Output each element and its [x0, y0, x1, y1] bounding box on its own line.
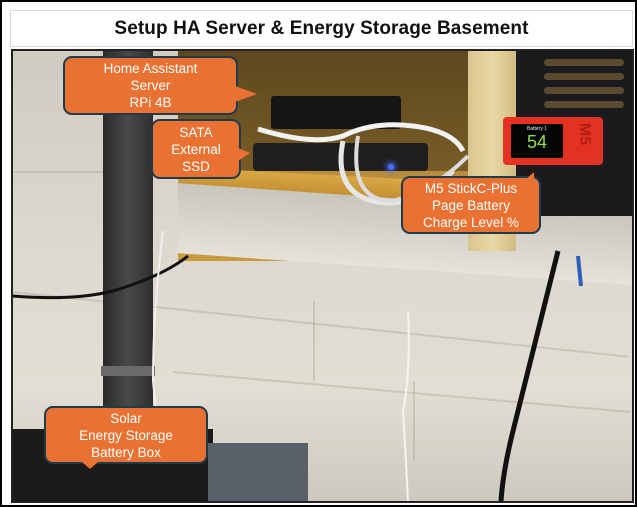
vent-slot — [544, 87, 624, 94]
callout-battery-box: Solar Energy Storage Battery Box — [44, 406, 208, 464]
callout-ha-server: Home Assistant Server RPi 4B — [63, 56, 238, 115]
callout-line: Energy Storage — [79, 427, 173, 443]
m5-logo: M5 — [576, 122, 594, 146]
vent-slot — [544, 73, 624, 80]
vent-slot — [544, 59, 624, 66]
callout-pointer — [238, 148, 250, 161]
page-title: Setup HA Server & Energy Storage Basemen… — [114, 17, 529, 39]
callout-line: M5 StickC-Plus — [424, 180, 518, 196]
status-led — [388, 164, 394, 170]
brick-line — [313, 301, 315, 381]
callout-ssd: SATA External SSD — [151, 119, 241, 179]
callout-pointer — [235, 86, 257, 102]
blue-cable — [576, 255, 583, 287]
screen-header: Battery 1 — [526, 126, 547, 132]
vent-slot — [544, 101, 624, 108]
black-cable — [498, 250, 561, 501]
callout-line: Page Battery — [431, 197, 511, 213]
callout-line: Server — [130, 78, 171, 93]
junction-box — [208, 443, 308, 501]
callout-m5: M5 StickC-Plus Page Battery Charge Level… — [401, 176, 541, 234]
device-screen: Battery 1 54 — [511, 124, 563, 158]
brick-line — [413, 381, 415, 461]
callout-line: SATA — [179, 124, 213, 140]
callout-line: Home Assistant — [103, 61, 198, 76]
thin-wire — [401, 310, 410, 501]
callout-line: Charge Level % — [422, 214, 520, 230]
pipe-clamp — [101, 366, 155, 376]
callout-pointer — [82, 462, 98, 469]
title-box: Setup HA Server & Energy Storage Basemen… — [10, 10, 633, 47]
callout-line: Battery Box — [91, 444, 161, 460]
callout-line: Solar — [110, 410, 142, 426]
callout-line: RPi 4B — [129, 95, 172, 110]
white-cable — [257, 122, 466, 153]
white-cable — [354, 135, 470, 204]
callout-line: External — [171, 141, 221, 157]
black-cable — [13, 254, 189, 300]
callout-line: SSD — [182, 158, 210, 174]
battery-level-value: 54 — [526, 132, 548, 152]
